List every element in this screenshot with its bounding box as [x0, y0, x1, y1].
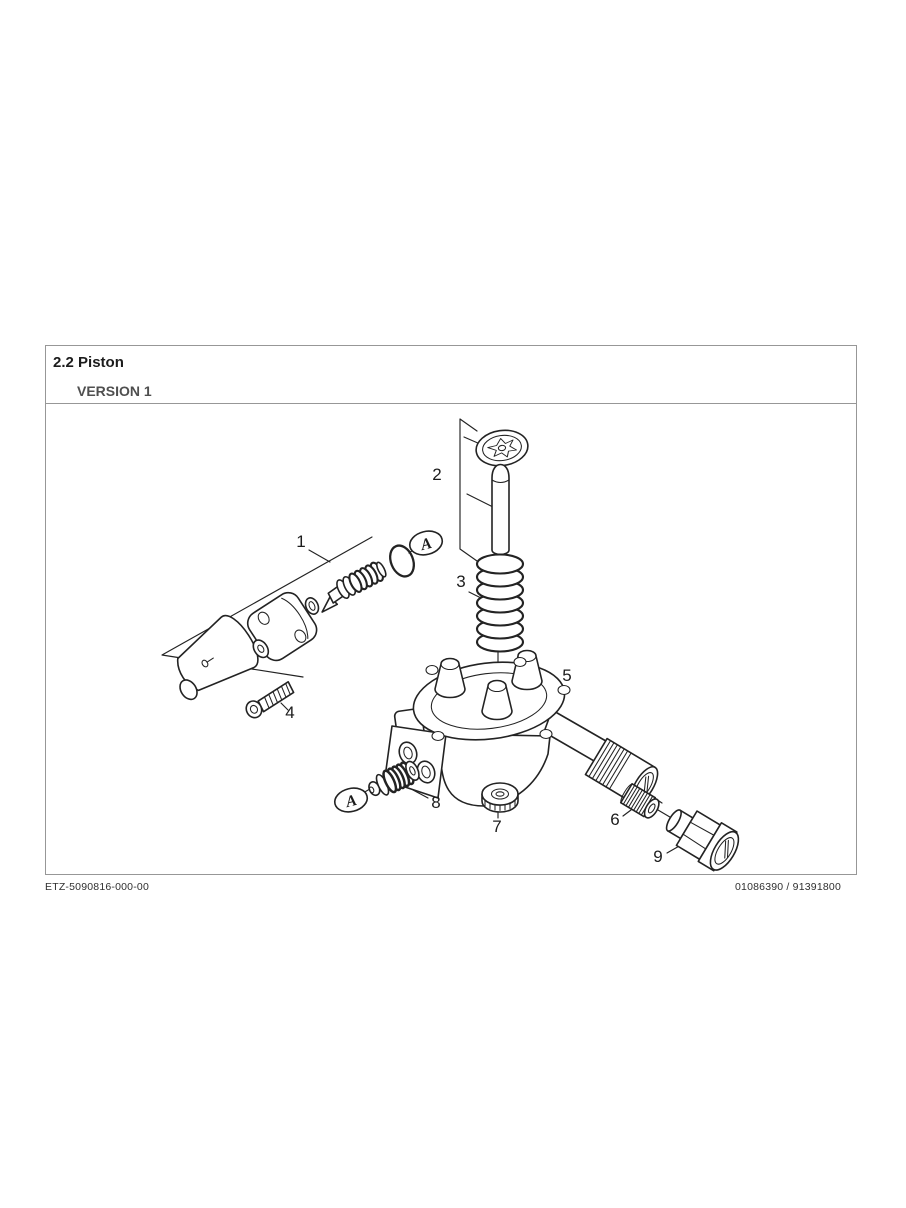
- part6-threaded-plug-drawing: [619, 783, 660, 819]
- detail-marker-a-2-label: A: [343, 792, 359, 811]
- part3-spring-drawing: [475, 553, 525, 653]
- version-label: VERSION 1: [77, 383, 152, 399]
- part1-valve-stem-drawing: [321, 561, 387, 613]
- exploded-diagram-canvas: A: [161, 418, 740, 872]
- footer-document-code: ETZ-5090816-000-00: [45, 881, 149, 893]
- page-footer: ETZ-5090816-000-00 01086390 / 91391800: [45, 881, 857, 893]
- callout-8: 8: [431, 793, 440, 812]
- callout-6: 6: [610, 810, 619, 829]
- footer-part-numbers: 01086390 / 91391800: [735, 881, 841, 893]
- callout-1: 1: [296, 532, 305, 551]
- part1-oring-drawing: [389, 544, 415, 578]
- callout-3: 3: [456, 572, 465, 591]
- part9-coupling-nut-drawing: [665, 809, 740, 872]
- section-title: 2.2 Piston: [53, 354, 124, 371]
- detail-marker-a-1-label: A: [418, 535, 434, 554]
- callout-5: 5: [562, 666, 571, 685]
- detail-marker-a-2: A: [333, 787, 369, 813]
- callout-2: 2: [432, 465, 441, 484]
- part1-oring-small-drawing: [304, 597, 320, 615]
- part7-seal-drawing: [481, 782, 519, 813]
- callout-4: 4: [285, 703, 294, 722]
- detail-marker-a-1: A: [408, 530, 444, 556]
- callout-9: 9: [653, 847, 662, 866]
- parts-catalog-frame: 2.2 Piston VERSION 1: [45, 345, 857, 875]
- part2-pushnut-drawing: [475, 429, 529, 467]
- callout-numbers: 1 2 3 4 5 6 7 8 9: [285, 465, 662, 866]
- part5-pump-head-drawing: [385, 649, 659, 807]
- exploded-diagram-panel: A: [46, 404, 856, 874]
- part8-valve-cartridge-drawing: [368, 760, 420, 797]
- section-header: 2.2 Piston VERSION 1: [46, 346, 856, 404]
- part1-guide-block-drawing: [246, 591, 318, 662]
- part2-pin-drawing: [491, 463, 510, 556]
- part4-bolt-drawing: [245, 680, 295, 719]
- callout-7: 7: [492, 817, 501, 836]
- part1-piston-drawing: [176, 614, 259, 701]
